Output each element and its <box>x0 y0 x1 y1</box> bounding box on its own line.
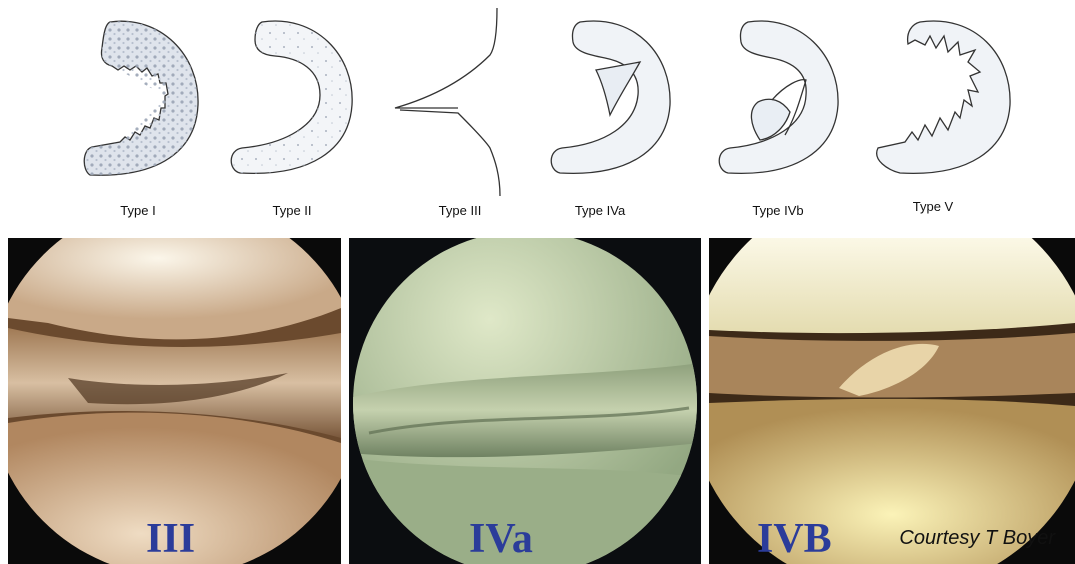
type-ivb-drawing <box>719 21 838 173</box>
type-iii-drawing <box>395 8 500 196</box>
type-i-drawing <box>84 21 198 175</box>
photo-label-ivb: IVB <box>757 518 832 560</box>
label-type-i: Type I <box>120 203 155 218</box>
type-ii-drawing <box>231 21 352 173</box>
label-type-iii: Type III <box>439 203 482 218</box>
arthroscopy-photo-iii: III <box>8 238 341 564</box>
arthroscopy-photo-iva: IVa <box>349 238 701 564</box>
photo-label-iva: IVa <box>469 518 533 560</box>
label-type-v: Type V <box>913 199 953 214</box>
tear-type-diagrams: Type I Type II Type III Type IVa Type IV… <box>0 0 1075 236</box>
label-type-ivb: Type IVb <box>752 203 803 218</box>
arthroscopy-photo-ivb: IVB Courtesy T Boyer <box>709 238 1075 564</box>
label-type-ii: Type II <box>272 203 311 218</box>
photo-credit: Courtesy T Boyer <box>899 527 1055 550</box>
photo-label-iii: III <box>146 518 195 560</box>
type-v-drawing <box>877 21 1010 173</box>
label-type-iva: Type IVa <box>575 203 625 218</box>
type-iva-drawing <box>551 21 670 173</box>
